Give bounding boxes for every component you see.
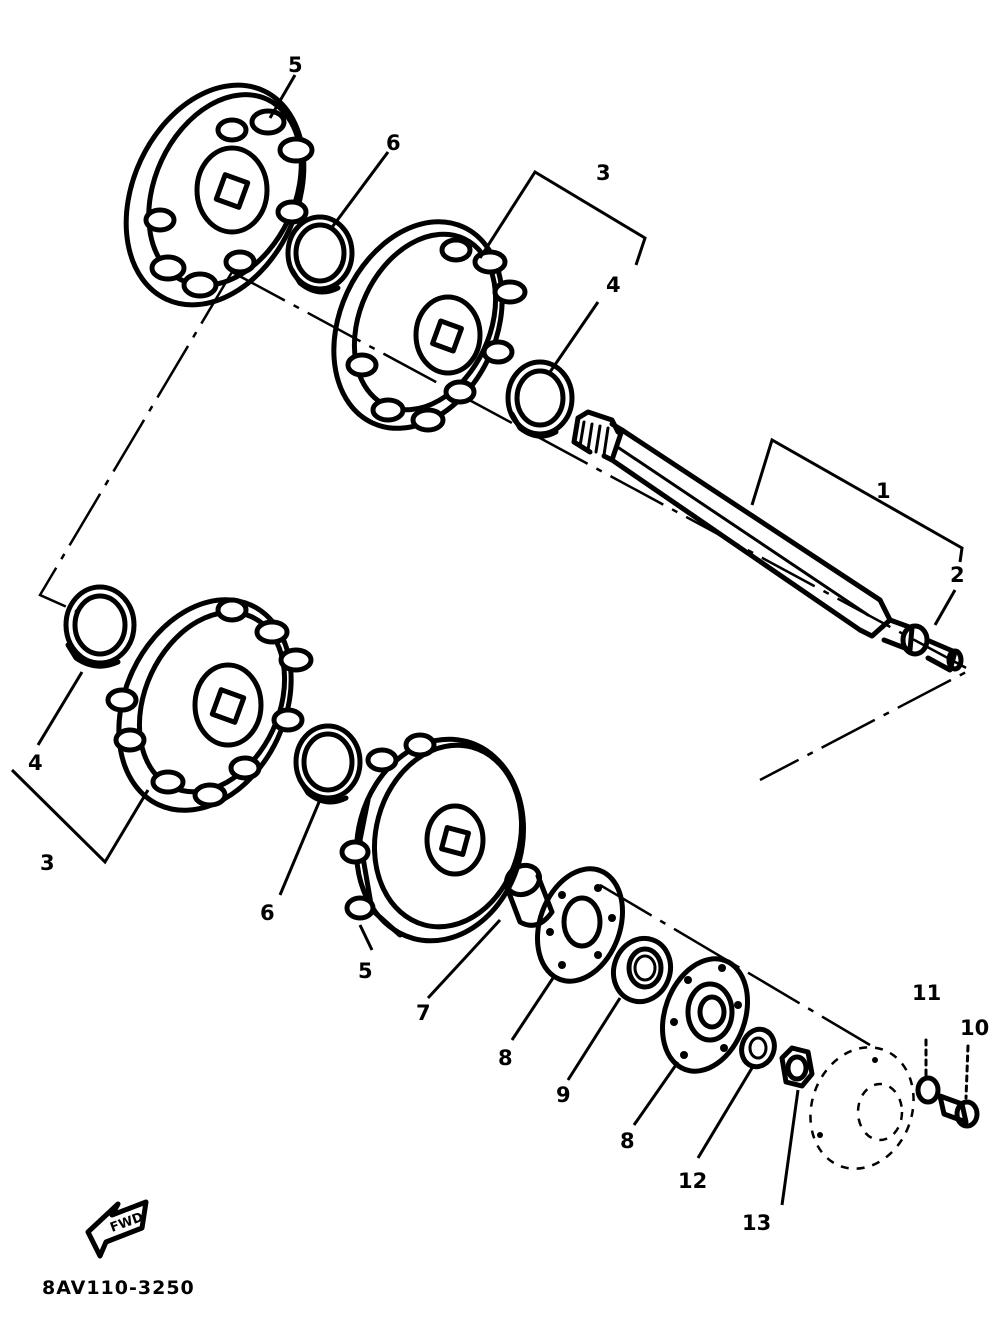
part-labels: 5 6 3 4 1 2 4 3 6 5 7 8 9 8 12 13 11 10 (28, 53, 989, 1235)
label-part-1: 1 (876, 479, 891, 503)
label-part-4-upper: 4 (606, 273, 621, 297)
diagram-code: 8AV110-3250 (42, 1277, 195, 1299)
label-part-8-upper: 8 (498, 1046, 513, 1070)
hub-cover-phantom (809, 1046, 915, 1170)
spacer-tube (503, 862, 555, 928)
label-part-11: 11 (912, 981, 941, 1005)
label-part-5-upper: 5 (288, 53, 303, 77)
label-part-12: 12 (678, 1169, 707, 1193)
label-part-8-lower: 8 (620, 1129, 635, 1153)
lock-nut (779, 1045, 815, 1089)
drive-axle-shaft (571, 409, 964, 673)
label-part-5-lower: 5 (358, 959, 373, 983)
label-part-6-lower: 6 (260, 901, 275, 925)
washer (739, 1026, 777, 1070)
lower-outer-sprocket-wheel (339, 732, 526, 944)
label-part-10: 10 (960, 1016, 989, 1040)
lower-bushing (293, 723, 363, 805)
label-part-6-upper: 6 (386, 131, 401, 155)
phantom-assembly-lines (38, 270, 973, 1047)
label-part-4-lower: 4 (28, 751, 43, 775)
upper-outer-sprocket (123, 82, 315, 308)
lower-middle-sprocket (105, 597, 314, 813)
label-part-2: 2 (950, 563, 965, 587)
collar (915, 1038, 941, 1105)
label-part-9: 9 (556, 1083, 571, 1107)
upper-spacer-collar (505, 359, 575, 439)
label-part-3-lower: 3 (40, 851, 55, 875)
label-part-7: 7 (416, 1001, 431, 1025)
label-part-13: 13 (742, 1211, 771, 1235)
forward-arrow-icon: FWD (85, 1199, 149, 1259)
bearing-housing-plate-inner (534, 866, 626, 984)
lower-spacer-collar (63, 584, 137, 669)
upper-middle-sprocket (331, 219, 528, 433)
ball-bearing (611, 935, 673, 1005)
label-part-3-upper: 3 (596, 161, 611, 185)
upper-bushing (285, 214, 355, 295)
leader-lines (10, 74, 964, 1206)
bearing-housing-plate-outer (659, 956, 751, 1074)
bolt (937, 1044, 980, 1129)
